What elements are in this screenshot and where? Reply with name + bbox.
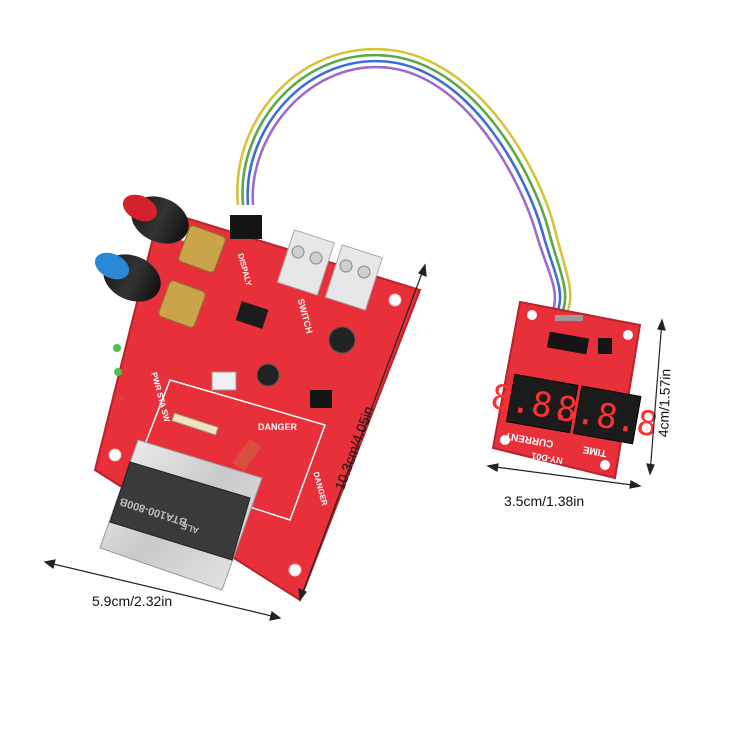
display-driver-chip xyxy=(546,331,590,355)
led-icon xyxy=(116,394,124,402)
ic-chip xyxy=(235,301,269,329)
display-height-line xyxy=(649,319,663,475)
display-header-connector xyxy=(230,215,262,239)
current-display-panel xyxy=(505,373,579,434)
terminal-block-2 xyxy=(324,244,383,311)
led-icon xyxy=(114,368,122,376)
potentiometer-2 xyxy=(94,252,206,328)
capacitor xyxy=(328,326,356,354)
film-capacitor xyxy=(232,438,262,472)
danger-label-1: DANGER xyxy=(258,422,298,432)
mount-hole-icon xyxy=(108,448,122,462)
display-height-label: 4cm/1.57in xyxy=(655,368,674,438)
time-display-panel xyxy=(572,385,642,445)
display-width-label: 3.5cm/1.38in xyxy=(504,493,585,509)
mount-hole-icon xyxy=(288,563,302,577)
capacitor xyxy=(256,363,280,387)
mount-hole-icon xyxy=(388,293,402,307)
main-width-line xyxy=(44,561,281,619)
terminal-block-1 xyxy=(276,229,335,296)
small-connector xyxy=(211,371,237,391)
potentiometer-1 xyxy=(122,194,226,273)
solid-state-relay xyxy=(109,461,251,561)
header-pins xyxy=(555,315,583,321)
mount-hole-icon xyxy=(600,460,610,470)
display-module: 8.8.8 8.8.8 CURRENT TIME NY-D01 xyxy=(488,300,661,480)
main-length-line xyxy=(299,264,426,601)
main-control-board: BTA100-800B ALE DISPALY SWITCH xyxy=(93,194,422,602)
mount-hole-icon xyxy=(500,435,510,445)
dimension-lines xyxy=(43,263,666,621)
mount-hole-icon xyxy=(527,310,537,320)
blue-knob-cap-icon xyxy=(94,252,130,280)
red-knob-cap-icon xyxy=(122,194,158,222)
small-ic xyxy=(598,338,612,354)
resistor xyxy=(171,412,219,436)
mount-hole-icon xyxy=(623,330,633,340)
ribbon-cable xyxy=(236,47,572,311)
led-icon xyxy=(113,344,121,352)
danger-zone-outline xyxy=(134,379,326,521)
time-label: TIME xyxy=(582,443,608,458)
display-width-line xyxy=(487,465,641,487)
main-width-label: 5.9cm/2.32in xyxy=(92,593,173,609)
voltage-regulator xyxy=(310,390,332,408)
